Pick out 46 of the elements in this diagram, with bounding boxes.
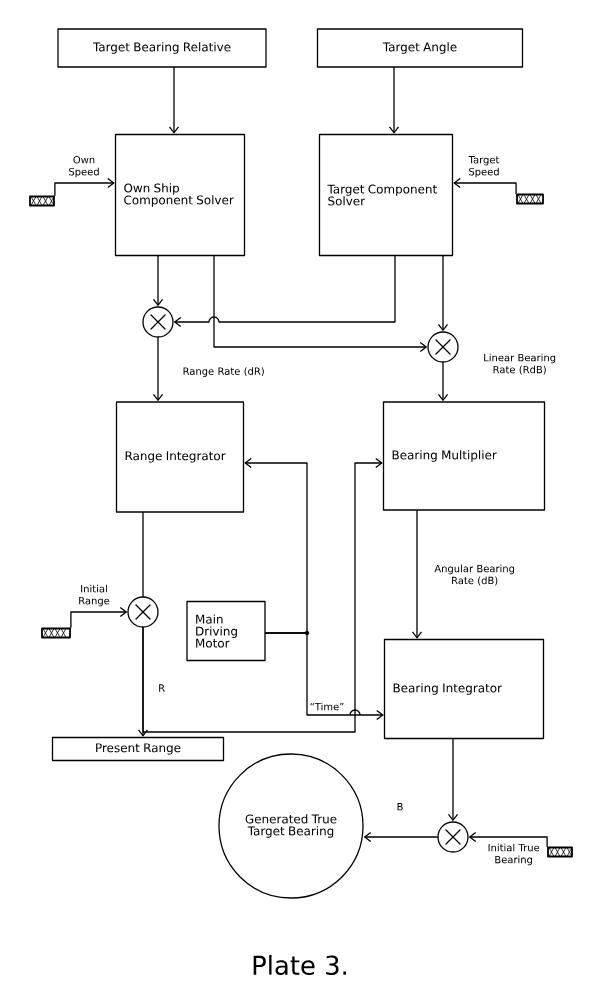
arrow bbox=[70, 606, 128, 629]
edge-label: “Time” bbox=[310, 702, 344, 711]
multiplier-circle bbox=[437, 821, 469, 853]
process-box: Target Component Solver bbox=[318, 133, 454, 257]
arrow bbox=[437, 255, 449, 332]
process-box: Bearing Integrator bbox=[383, 638, 545, 740]
process-box: Main Driving Motor bbox=[186, 600, 266, 662]
arrow bbox=[213, 255, 428, 353]
process-box: Own Ship Component Solver bbox=[114, 133, 246, 257]
hand-crank-bar bbox=[547, 846, 573, 858]
arrow bbox=[363, 831, 438, 843]
multiplier-circle bbox=[427, 331, 459, 363]
edge-label: Initial True Bearing bbox=[488, 843, 540, 866]
caption: Plate 3. bbox=[253, 954, 347, 975]
hand-crank-bar bbox=[516, 193, 544, 205]
arrow bbox=[142, 457, 383, 733]
arrow bbox=[54, 177, 115, 197]
edge-label: Angular Bearing Rate (dB) bbox=[434, 564, 515, 586]
edge-label: Linear Bearing Rate (RdB) bbox=[484, 353, 556, 375]
arrow bbox=[265, 632, 384, 721]
edge-label: Own Speed bbox=[69, 155, 99, 178]
arrow bbox=[437, 362, 449, 402]
process-box: Present Range bbox=[51, 736, 225, 762]
arrow bbox=[468, 831, 548, 848]
process-box: Target Angle bbox=[316, 28, 524, 68]
arrow bbox=[244, 457, 308, 634]
hand-crank-bar bbox=[41, 627, 71, 639]
arrow bbox=[173, 255, 396, 328]
multiplier-circle bbox=[142, 306, 174, 338]
edge-label: Range Rate (dR) bbox=[183, 367, 264, 377]
arrow bbox=[152, 255, 164, 307]
arrow bbox=[152, 337, 164, 402]
arrow bbox=[411, 510, 423, 639]
arrow bbox=[453, 177, 517, 195]
arrow bbox=[168, 67, 180, 134]
process-box: Bearing Multiplier bbox=[382, 401, 546, 511]
process-box: Target Bearing Relative bbox=[57, 28, 267, 68]
hand-crank-bar bbox=[29, 195, 55, 207]
arrow bbox=[447, 738, 459, 822]
edge-label: Target Speed bbox=[468, 156, 500, 178]
edge-label: R bbox=[159, 684, 165, 692]
multiplier-circle bbox=[127, 596, 159, 628]
edge-label: Initial Range bbox=[79, 584, 110, 607]
process-box: Range Integrator bbox=[115, 401, 245, 513]
arrow bbox=[388, 67, 400, 134]
edge-label: B bbox=[397, 803, 403, 811]
